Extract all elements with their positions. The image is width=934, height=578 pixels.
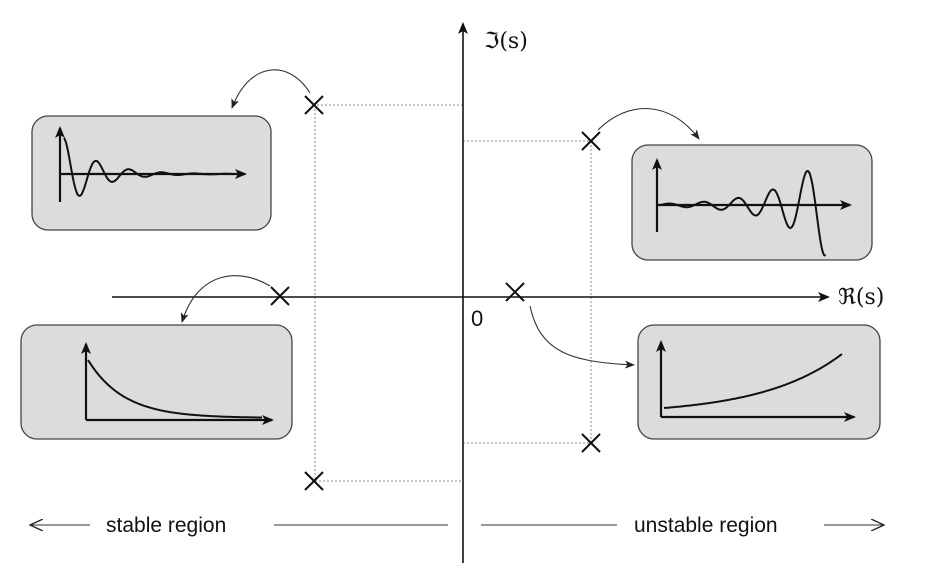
exponential-growth-curve <box>663 353 843 409</box>
complex-pole-upper-left <box>304 95 324 115</box>
unstable-region-label: unstable region <box>634 514 778 537</box>
stable-region-label: stable region <box>106 514 226 537</box>
pointer-arrow-real-right <box>529 305 635 369</box>
stable-region-indicator: stable region <box>30 514 448 537</box>
pointer-arrow-real-left <box>180 275 271 323</box>
origin-label: 0 <box>471 306 483 331</box>
exponential-growth-panel <box>637 324 881 440</box>
real-pole-right <box>505 282 525 302</box>
unstable-region-indicator: unstable region <box>481 514 884 537</box>
growing-oscillation-panel <box>631 144 873 261</box>
real-axis-label: ℜ(s) <box>838 285 884 310</box>
exponential-decay-panel <box>20 324 293 440</box>
real-pole-left <box>270 286 290 306</box>
pointer-arrow-upper-left <box>231 69 311 109</box>
complex-pole-lower-left <box>304 471 324 491</box>
damped-oscillation-panel <box>31 115 272 231</box>
imaginary-axis-label: ℑ(s) <box>484 29 528 54</box>
complex-pole-upper-right <box>581 131 601 151</box>
complex-pole-lower-right <box>581 433 601 453</box>
growing-oscillation-curve <box>659 169 827 257</box>
damped-oscillation-curve <box>63 137 232 197</box>
guide-lines <box>314 104 592 482</box>
pointer-arrow-upper-right <box>597 108 700 140</box>
exponential-decay-curve <box>87 359 262 419</box>
